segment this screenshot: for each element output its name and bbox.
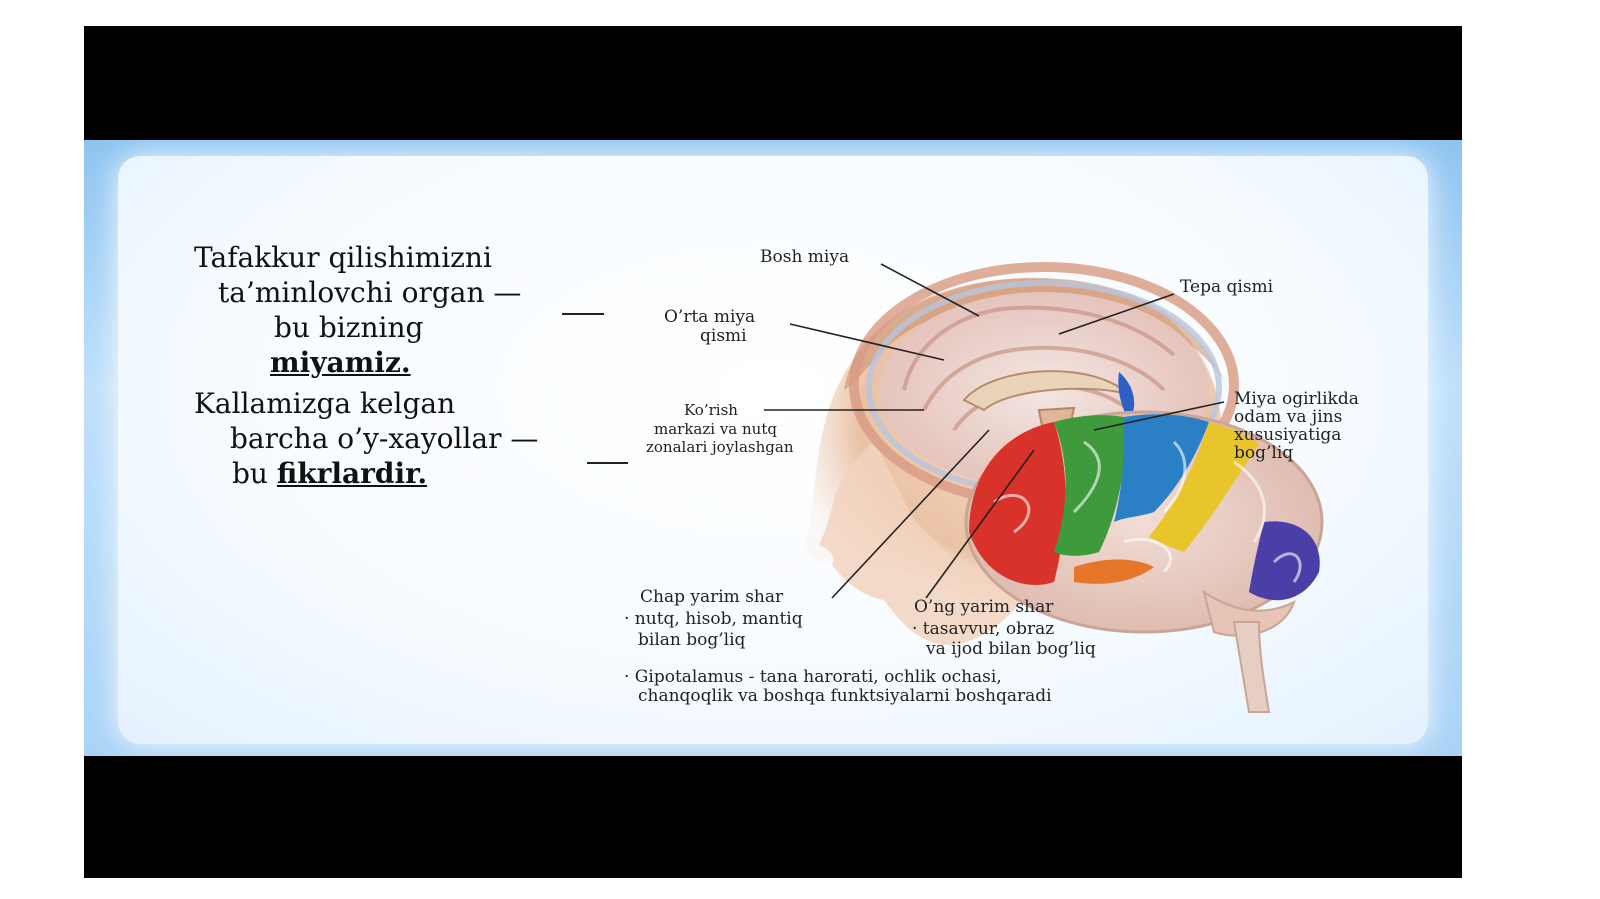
- label-orta-miya-1: O’rta miya: [664, 307, 756, 327]
- label-orta-miya-2: qismi: [700, 326, 747, 346]
- text-line-1: Tafakkur qilishimizni: [194, 241, 492, 274]
- lobe-orange: [1074, 559, 1154, 584]
- pointer-miya-og: [1093, 401, 1225, 431]
- label-ong-3: va ijod bilan bog’liq: [926, 639, 1096, 659]
- label-korish-2: markazi va nutq: [654, 420, 777, 438]
- label-tepa-qismi: Tepa qismi: [1180, 277, 1274, 297]
- lobe-blue: [1114, 414, 1209, 522]
- brain-diagram: [562, 262, 1324, 713]
- pointer-lines: [764, 263, 1225, 599]
- pointer-ong: [925, 449, 1035, 599]
- label-korish-1: Ko’rish: [684, 401, 738, 419]
- label-gipotalamus-1: · Gipotalamus - tana harorati, ochlik oc…: [624, 667, 1002, 687]
- text-line-4-emphasis: miyamiz.: [270, 346, 411, 379]
- lateral-brain: [964, 410, 1324, 713]
- label-chap-2: · nutq, hisob, mantiq: [624, 609, 803, 629]
- lobe-yellow: [1149, 422, 1259, 552]
- text-line-7-emphasis: fikrlardir.: [276, 457, 428, 490]
- label-miya-og-4: bog’liq: [1234, 443, 1294, 463]
- text-line-2: ta’minlovchi organ —: [218, 276, 522, 309]
- pointer-tepa-qismi: [1058, 293, 1175, 335]
- label-korish-3: zonalari joylashgan: [646, 438, 794, 456]
- blue-ventricle: [1118, 372, 1135, 422]
- slide-text: Tafakkur qilishimizni ta’minlovchi organ…: [194, 240, 674, 491]
- cortex-gyri: [993, 440, 1302, 583]
- label-chap-3: bilan bog’liq: [638, 630, 746, 650]
- label-ong-2: · tasavvur, obraz: [912, 619, 1055, 639]
- spinal-stem: [1232, 621, 1271, 713]
- lobe-green: [1054, 415, 1125, 556]
- label-gipotalamus-2: chanqoqlik va boshqa funktsiyalarni bosh…: [638, 686, 1052, 706]
- text-line-5: Kallamizga kelgan: [194, 387, 456, 420]
- face-profile: [819, 440, 1034, 645]
- text-line-6: barcha o’y-xayollar —: [230, 422, 539, 455]
- label-bosh-miya: Bosh miya: [760, 247, 850, 267]
- label-miya-og-2: odam va jins: [1234, 407, 1343, 427]
- pointer-chap: [831, 429, 990, 599]
- lobe-purple: [1249, 521, 1320, 601]
- label-ong-1: O’ng yarim shar: [914, 597, 1054, 617]
- pointer-orta-miya: [789, 323, 945, 361]
- label-miya-og-1: Miya ogirlikda: [1234, 389, 1359, 409]
- lobe-frontal: [969, 422, 1066, 585]
- video-frame[interactable]: Tafakkur qilishimizni ta’minlovchi organ…: [84, 26, 1462, 878]
- slide: Tafakkur qilishimizni ta’minlovchi organ…: [84, 140, 1462, 756]
- text-line-7-prefix: bu: [232, 457, 268, 490]
- label-chap-1: Chap yarim shar: [640, 587, 784, 607]
- pointer-bosh-miya: [880, 263, 980, 317]
- text-line-3: bu bizning: [274, 311, 424, 344]
- text-line-7: bu fikrlardir.: [194, 456, 674, 491]
- label-miya-og-3: xususiyatiga: [1234, 425, 1342, 445]
